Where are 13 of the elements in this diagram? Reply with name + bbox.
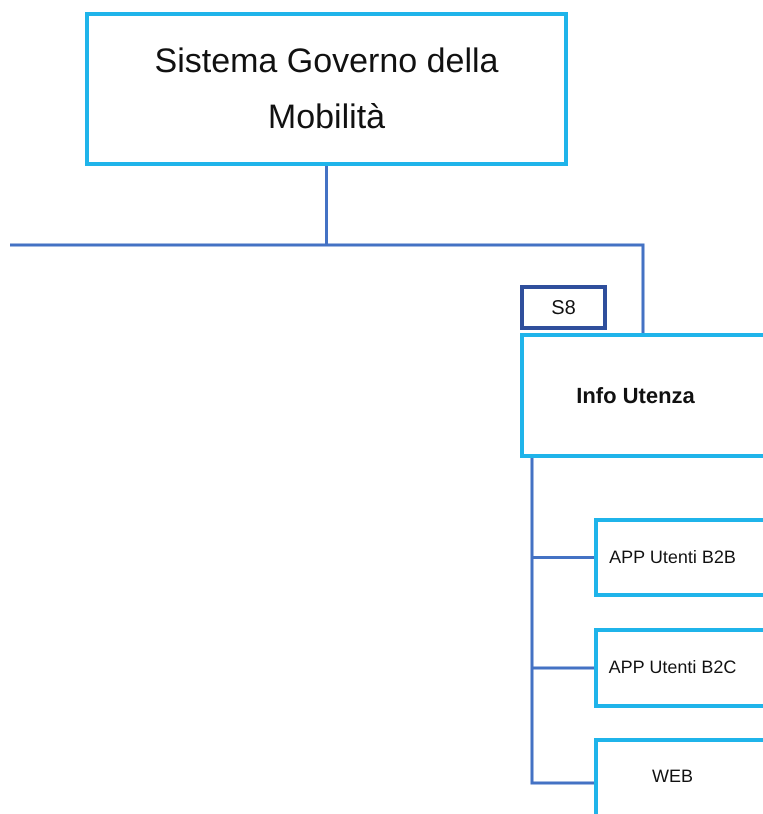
box-label: Sistema Governo della Mobilità: [154, 40, 500, 138]
code-tag-box: [520, 285, 607, 330]
box-label: APP Utenti B2B: [609, 546, 736, 569]
box-label: S8: [551, 296, 576, 320]
org-box: [520, 333, 763, 458]
box-label: APP Utenti B2C: [608, 656, 736, 680]
org-box: [594, 518, 763, 597]
box-label: WEB: [652, 765, 693, 788]
org-box: [594, 628, 763, 708]
org-box: [85, 12, 568, 166]
connector-line: [530, 458, 594, 784]
box-label: Info Utenza: [576, 382, 695, 410]
org-box: [594, 738, 763, 814]
